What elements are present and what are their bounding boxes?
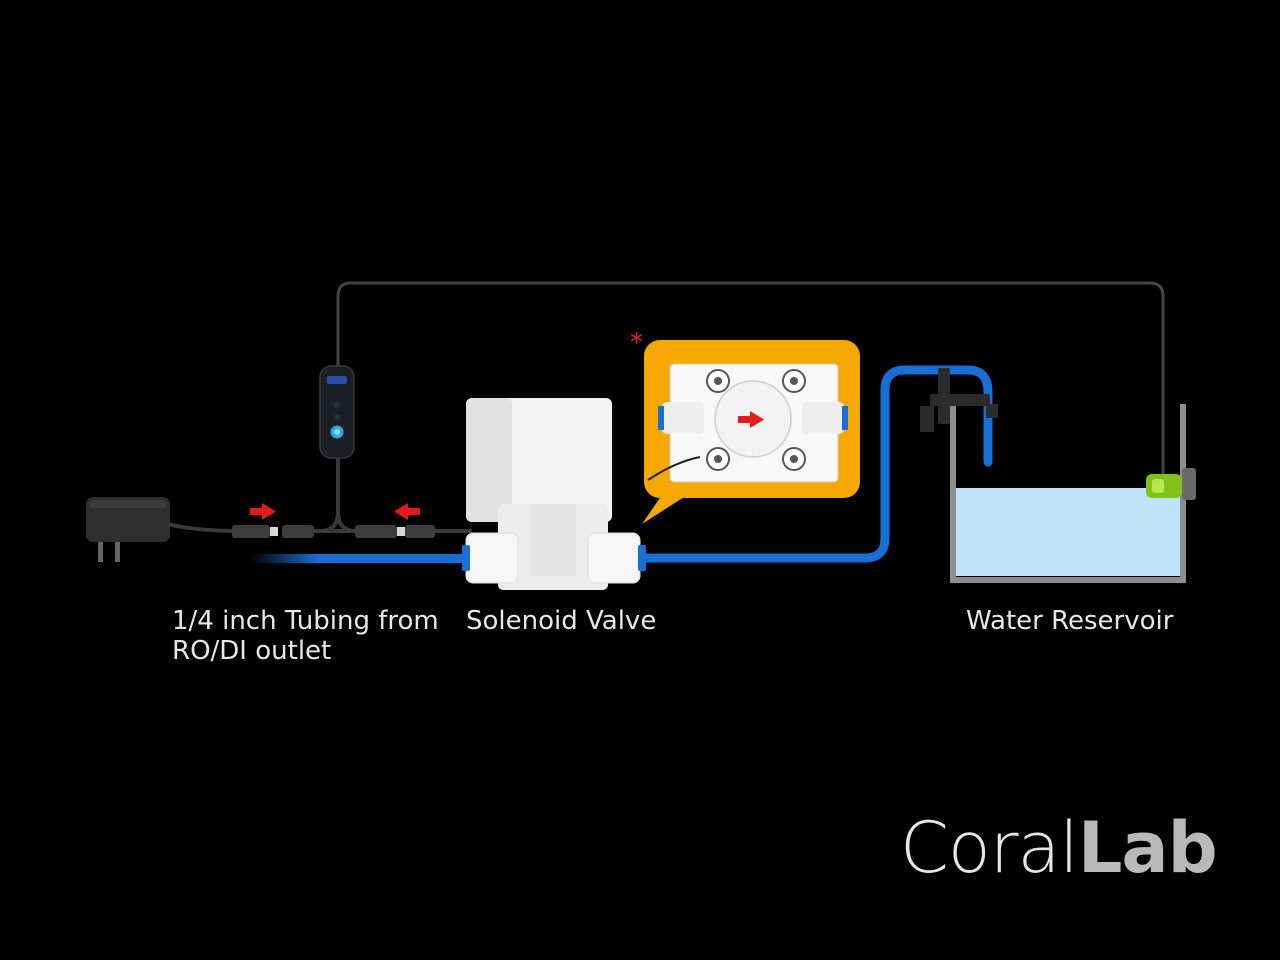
controller-icon: [319, 365, 355, 459]
logo-coral: Coral: [900, 807, 1079, 889]
solenoid-valve-label: Solenoid Valve: [466, 606, 657, 636]
tubing-label: 1/4 inch Tubing from RO/DI outlet: [172, 606, 439, 666]
tubing-label-line1: 1/4 inch Tubing from: [172, 606, 439, 636]
water-reservoir-label: Water Reservoir: [966, 606, 1174, 636]
logo-lab: Lab: [1077, 807, 1218, 889]
coral-lab-logo: CoralLab: [900, 807, 1218, 889]
flow-sensor-callout: [642, 340, 860, 524]
outlet-tubing: [635, 365, 993, 563]
tubing-label-line2: RO/DI outlet: [172, 636, 332, 666]
water-reservoir-icon: [920, 368, 1186, 583]
connect-arrow-right: [250, 503, 276, 520]
power-adapter-icon: [86, 497, 233, 562]
inlet-tubing: [250, 554, 480, 563]
connect-arrow-left: [394, 503, 420, 520]
power-cable: [232, 455, 472, 538]
sensor-icon: [1146, 468, 1196, 500]
sensor-cable: [336, 281, 1165, 480]
solenoid-valve-icon: [462, 398, 646, 590]
note-asterisk: *: [630, 328, 643, 358]
